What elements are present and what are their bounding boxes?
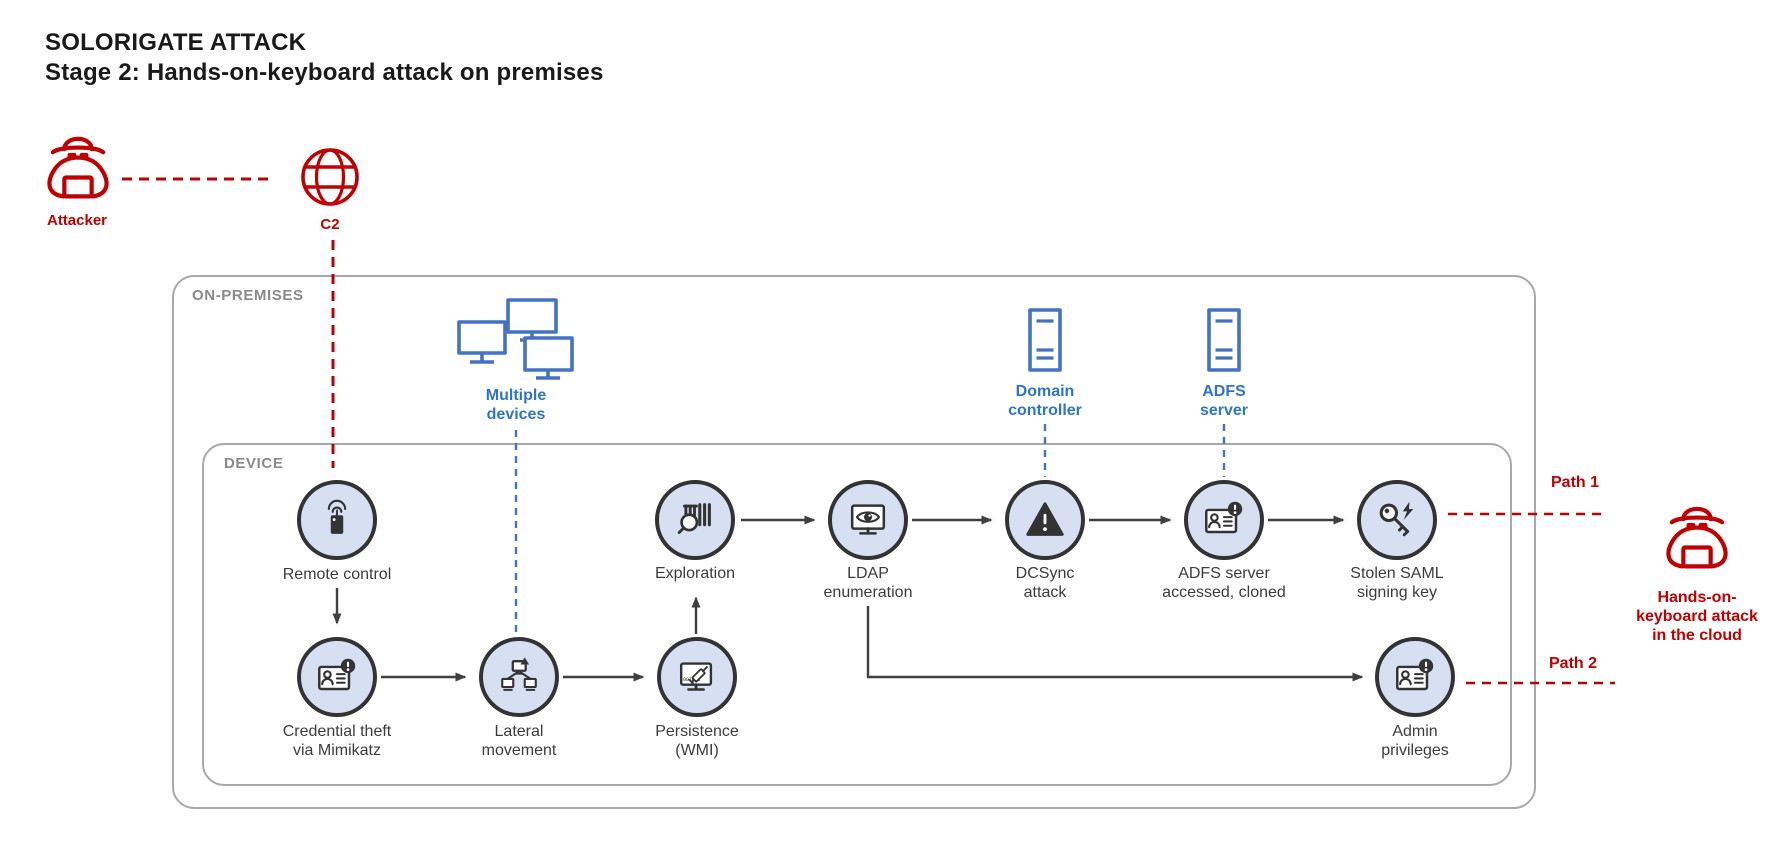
multiple-devices-icon	[457, 298, 574, 380]
domain-controller-label: Domain controller	[1008, 383, 1082, 419]
monitor-syringe-icon: 001011	[679, 662, 713, 691]
node-label-admin-privileges: Admin privileges	[1381, 723, 1449, 759]
id-card-alert-icon	[318, 658, 356, 691]
node-label-persistence: Persistence (WMI)	[655, 723, 739, 759]
node-exploration	[655, 480, 735, 560]
node-credential-theft	[297, 637, 377, 717]
node-label-dcsync-attack: DCSync attack	[1015, 565, 1075, 601]
device-label: DEVICE	[224, 455, 284, 472]
node-label-credential-theft: Credential theft via Mimikatz	[282, 723, 392, 759]
key-lightning-icon	[1379, 501, 1414, 537]
domain-controller-icon	[1028, 308, 1062, 372]
node-adfs-accessed	[1184, 480, 1264, 560]
svg-text:001011: 001011	[683, 677, 700, 683]
cloud-attack-label: Hands-on- keyboard attack in the cloud	[1636, 589, 1758, 644]
exploration-icon	[677, 503, 711, 534]
node-label-adfs-accessed: ADFS server accessed, cloned	[1162, 565, 1286, 601]
node-label-exploration: Exploration	[654, 565, 736, 582]
monitor-eye-icon	[850, 504, 886, 535]
path1-label: Path 1	[1551, 474, 1600, 491]
node-label-lateral-movement: Lateral movement	[481, 723, 557, 759]
warning-triangle-icon	[1026, 502, 1064, 536]
on-premises-label: ON-PREMISES	[192, 287, 304, 304]
id-card-alert-icon	[1396, 658, 1434, 691]
page-title: SOLORIGATE ATTACK Stage 2: Hands-on-keyb…	[45, 28, 604, 88]
node-label-remote-control: Remote control	[282, 566, 392, 583]
c2-globe-icon	[301, 148, 359, 206]
node-remote-control	[297, 480, 377, 560]
attacker-label: Attacker	[46, 212, 108, 229]
c2-label: C2	[320, 216, 340, 233]
multiple-devices-label: Multiple devices	[485, 387, 547, 423]
adfs-server-icon	[1207, 308, 1241, 372]
node-dcsync-attack	[1005, 480, 1085, 560]
node-ldap-enumeration	[828, 480, 908, 560]
path2-label: Path 2	[1549, 655, 1598, 672]
attacker-icon	[47, 136, 109, 199]
node-persistence: 001011	[657, 637, 737, 717]
node-label-ldap-enumeration: LDAP enumeration	[823, 565, 913, 601]
node-stolen-saml	[1357, 480, 1437, 560]
remote-control-icon	[327, 499, 347, 534]
network-devices-alert-icon	[501, 657, 537, 691]
id-card-alert-icon	[1205, 501, 1243, 534]
title-line-1: SOLORIGATE ATTACK	[45, 29, 307, 56]
node-lateral-movement	[479, 637, 559, 717]
adfs-server-label: ADFS server	[1199, 383, 1249, 419]
node-label-stolen-saml: Stolen SAML signing key	[1350, 565, 1444, 601]
cloud-attacker-icon	[1666, 506, 1728, 569]
title-line-2: Stage 2: Hands-on-keyboard attack on pre…	[45, 59, 604, 86]
node-admin-privileges	[1375, 637, 1455, 717]
